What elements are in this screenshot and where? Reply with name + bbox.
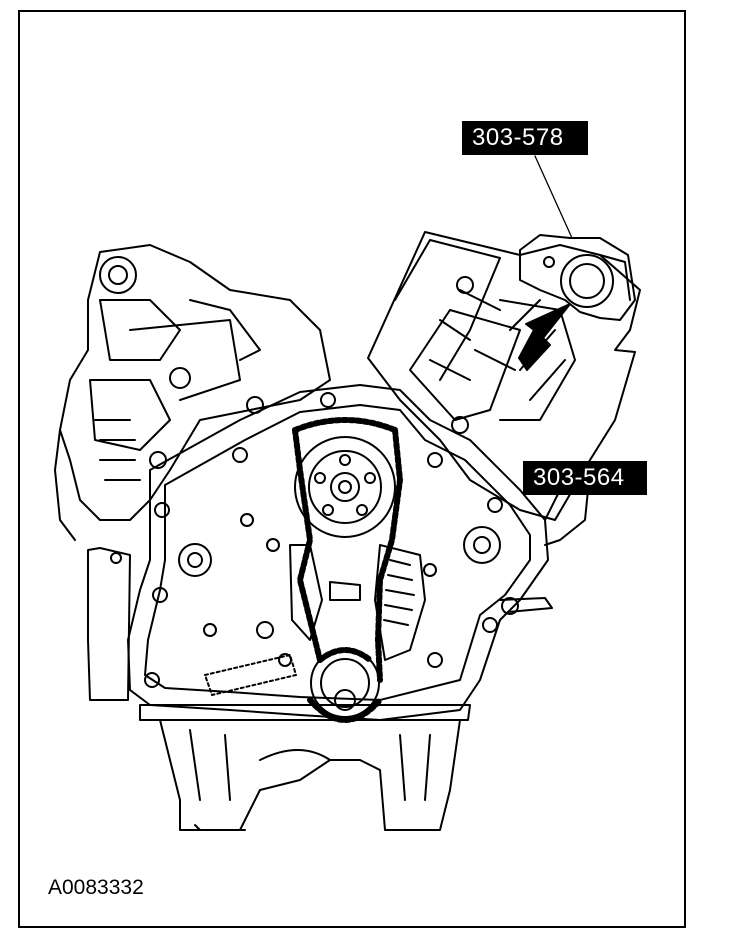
callout-leader-578: [534, 155, 573, 239]
oil-pan: [139, 704, 471, 831]
timing-chain-assembly: [204, 417, 426, 723]
figure-id: A0083332: [48, 876, 144, 899]
engine-block-left: [87, 547, 131, 701]
tool-callout-303-578: 303-578: [462, 121, 588, 155]
left-cylinder-head: [54, 244, 331, 541]
figure-frame: [18, 10, 686, 928]
direction-arrow: [518, 303, 571, 371]
tool-callout-303-564: 303-564: [523, 461, 647, 495]
camshaft-alignment-tool: [519, 234, 636, 321]
right-cylinder-head: [367, 231, 641, 521]
